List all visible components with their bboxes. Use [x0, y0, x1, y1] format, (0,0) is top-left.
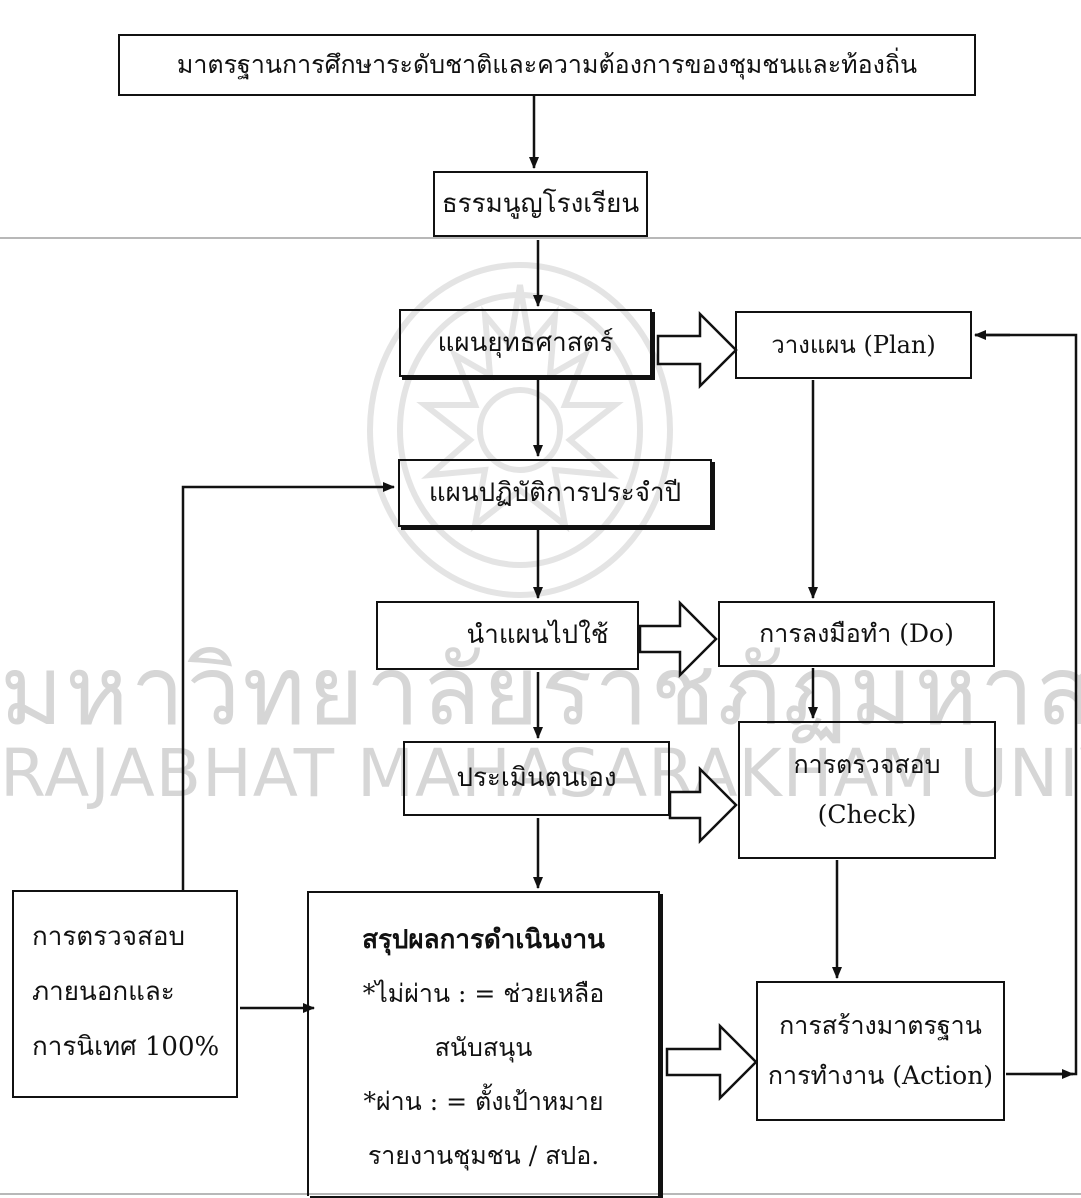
action-box: การสร้างมาตรฐาน การทำงาน (Action)	[756, 981, 1005, 1121]
scan-line-bottom	[0, 1193, 1081, 1195]
do-label: การลงมือทำ (Do)	[759, 619, 954, 649]
strategic-plan-box: แผนยุทธศาสตร์	[399, 309, 652, 377]
plan-box: วางแผน (Plan)	[735, 311, 972, 379]
charter-label: ธรรมนูญโรงเรียน	[441, 188, 640, 219]
summary-title: สรุปผลการดำเนินงาน	[362, 925, 605, 955]
plan-label: วางแผน (Plan)	[771, 331, 936, 359]
block-arrow-strategic-to-plan	[656, 310, 738, 390]
arrow-external-to-annual	[181, 482, 395, 890]
summary-line-3: *ผ่าน : = ตั้งเป้าหมาย	[363, 1087, 604, 1116]
watermark-english: RAJABHAT MAHASARAKHAM UNIVERSITY	[0, 735, 1081, 812]
annual-plan-label: แผนปฏิบัติการประจำปี	[428, 477, 682, 508]
scan-line-top	[0, 237, 1081, 239]
summary-line-1: *ไม่ผ่าน : = ช่วยเหลือ	[362, 979, 605, 1008]
self-assessment-label: ประเมินตนเอง	[456, 763, 617, 794]
summary-line-4: รายงานชุมชน / สปอ.	[367, 1141, 600, 1170]
external-review-box: การตรวจสอบ ภายนอกและ การนิเทศ 100%	[12, 890, 238, 1098]
summary-line-2: สนับสนุน	[434, 1033, 533, 1062]
check-line-2: (Check)	[817, 800, 917, 829]
block-arrow-assess-to-check	[668, 765, 738, 845]
external-line-1: การตรวจสอบ	[32, 922, 185, 952]
check-box: การตรวจสอบ (Check)	[738, 721, 996, 859]
block-arrow-summary-to-action	[665, 1022, 758, 1102]
charter-box: ธรรมนูญโรงเรียน	[433, 171, 648, 237]
implement-box: นำแผนไปใช้	[376, 601, 639, 670]
check-line-1: การตรวจสอบ	[793, 750, 941, 779]
self-assessment-box: ประเมินตนเอง	[403, 741, 670, 816]
external-line-2: ภายนอกและ	[32, 977, 175, 1007]
block-arrow-implement-to-do	[638, 599, 718, 679]
do-box: การลงมือทำ (Do)	[718, 601, 995, 667]
action-line-1: การสร้างมาตรฐาน	[779, 1011, 982, 1040]
feedback-line-action-to-plan	[975, 333, 1078, 1076]
university-seal-watermark	[367, 262, 673, 598]
summary-box: สรุปผลการดำเนินงาน *ไม่ผ่าน : = ช่วยเหลื…	[307, 891, 660, 1196]
standard-label: มาตรฐานการศึกษาระดับชาติและความต้องการขอ…	[176, 50, 918, 80]
action-line-2: การทำงาน (Action)	[767, 1061, 994, 1090]
implement-label: นำแผนไปใช้	[466, 620, 609, 651]
strategic-plan-label: แผนยุทธศาสตร์	[437, 327, 614, 358]
annual-plan-box: แผนปฏิบัติการประจำปี	[398, 459, 712, 527]
external-line-3: การนิเทศ 100%	[32, 1032, 220, 1062]
standard-box: มาตรฐานการศึกษาระดับชาติและความต้องการขอ…	[118, 34, 976, 96]
